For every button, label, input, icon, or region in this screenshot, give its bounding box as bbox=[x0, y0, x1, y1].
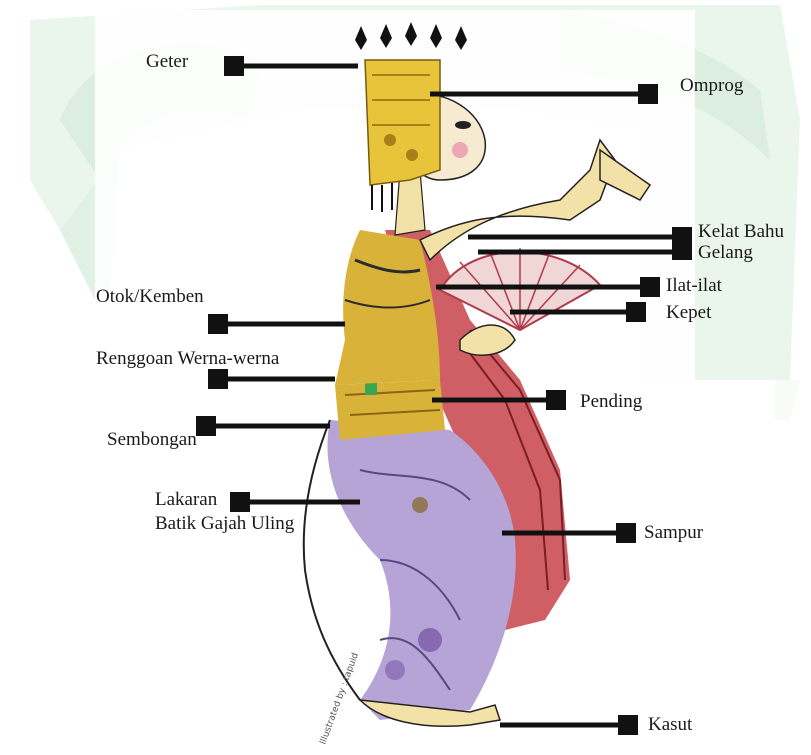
label-pending: Pending bbox=[580, 392, 642, 412]
label-kelat-bahu: Kelat Bahu bbox=[698, 222, 784, 242]
label-geter: Geter bbox=[146, 52, 188, 72]
label-kepet: Kepet bbox=[666, 303, 711, 323]
label-renggoan-werna-werna: Renggoan Werna-werna bbox=[96, 349, 279, 369]
label-ilat-ilat: Ilat-ilat bbox=[666, 276, 722, 296]
label-sampur: Sampur bbox=[644, 523, 703, 543]
label-otok-kemben: Otok/Kemben bbox=[96, 287, 204, 307]
label-gelang: Gelang bbox=[698, 243, 753, 263]
label-sembongan: Sembongan bbox=[107, 430, 197, 450]
label-kasut: Kasut bbox=[648, 715, 692, 735]
label-lakaran-batik-gajah-uling: Lakaran Batik Gajah Uling bbox=[155, 488, 294, 536]
label-omprog: Omprog bbox=[680, 76, 743, 96]
